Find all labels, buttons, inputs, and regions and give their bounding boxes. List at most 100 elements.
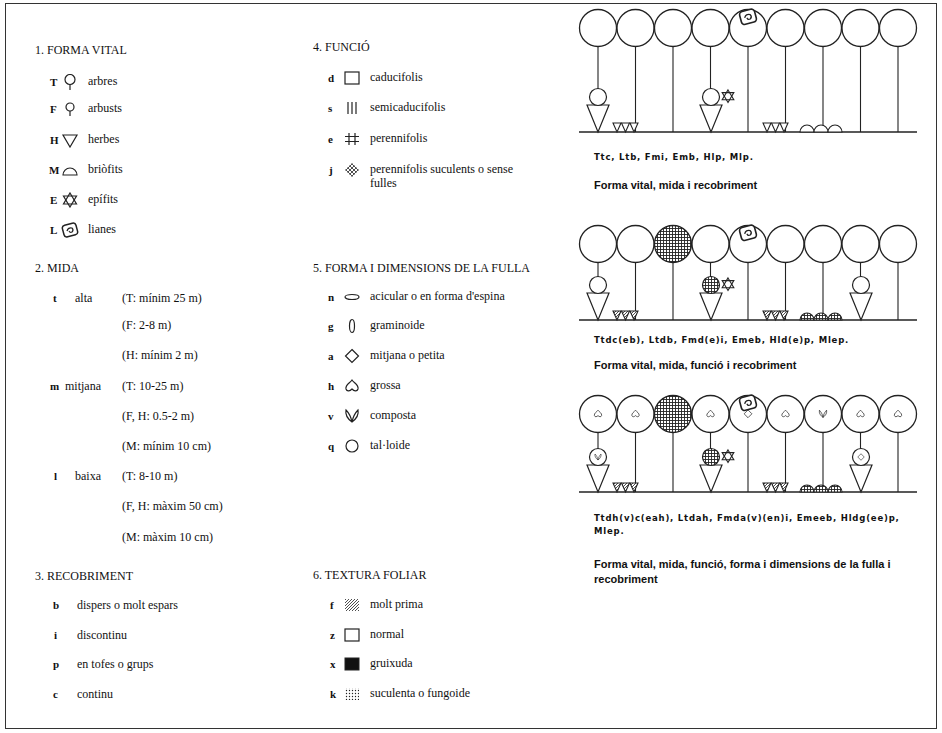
trunk (672, 433, 673, 493)
herb-symbol (763, 483, 771, 492)
trunk (860, 47, 861, 133)
symbol-shape (745, 230, 752, 235)
symbol-shape (355, 102, 356, 114)
symbol-shape (345, 163, 359, 177)
code-letter: M (49, 163, 59, 177)
symbol-shape (722, 453, 734, 463)
herb-symbol (622, 311, 630, 320)
tree-crown (767, 10, 804, 47)
cover-class: discontinu (77, 628, 127, 642)
code-letter: b (53, 598, 59, 612)
symbol-shape (819, 410, 826, 417)
leaf-symbol (819, 410, 826, 417)
tree-crown (842, 396, 879, 433)
legend-item: perennifolis suculents o sense fulles (342, 162, 520, 190)
symbol-shape (739, 394, 757, 411)
tree-crown (655, 10, 692, 47)
legend-symbol (342, 289, 362, 305)
leaf-symbol (857, 410, 864, 417)
leaf-symbol (782, 410, 789, 417)
tree-crown (880, 396, 917, 433)
tree-crown (842, 10, 879, 47)
section-heading: 1. FORMA VITAL (35, 43, 127, 57)
tree-crown (580, 226, 617, 263)
ground-line (579, 491, 917, 492)
trunk (897, 433, 898, 493)
cover-class: en tofes o grups (77, 657, 153, 671)
legend-text: acicular o en forma d'espina (370, 289, 505, 303)
tree-crown (842, 226, 879, 263)
legend-item: mitjana o petita (342, 348, 445, 364)
code-letter: q (328, 439, 334, 453)
moss-symbol (800, 313, 814, 320)
shrub-cone (850, 465, 872, 492)
trunk (747, 263, 748, 321)
shrub-crown (590, 277, 607, 294)
legend-symbol (60, 222, 80, 238)
symbol-shape (722, 281, 734, 291)
legend-symbol (342, 348, 362, 364)
legend-text: caducifolis (370, 70, 423, 84)
legend-symbol (342, 686, 362, 702)
symbol-shape (67, 228, 73, 233)
frame (6, 4, 937, 729)
tree-crown (805, 226, 842, 263)
liana-symbol (739, 8, 757, 25)
legend-symbol (342, 162, 362, 178)
leaf-symbol (707, 410, 714, 417)
formula: Ttdh(v)c(eah), Ltdah, Fmda(v)(en)i, Emee… (594, 512, 924, 538)
legend-item: lianes (60, 222, 116, 238)
code-letter: n (328, 290, 334, 304)
ground-line (579, 131, 917, 132)
ground-line (579, 319, 917, 320)
leaf-symbol (858, 454, 865, 461)
code-letter: i (54, 628, 57, 642)
shrub-cone (850, 293, 872, 320)
symbol-shape (63, 168, 77, 175)
leaf-symbol (632, 410, 639, 417)
size-range: (F, H: 0.5-2 m) (122, 409, 194, 423)
legend-symbol (342, 131, 362, 147)
epiphyte-symbol (722, 450, 734, 463)
symbol-shape (346, 380, 358, 391)
leaf-symbol (594, 410, 601, 417)
trunk (897, 263, 898, 321)
legend-text: epífits (88, 192, 118, 206)
shrub-crown (853, 449, 870, 466)
tree-crown (617, 396, 654, 433)
code-letter: x (330, 657, 336, 671)
herb-symbol (613, 483, 621, 492)
shrub-cone (700, 105, 722, 132)
trunk (822, 263, 823, 321)
epiphyte-symbol (722, 90, 734, 103)
shrub-cone (700, 293, 722, 320)
symbol-shape (632, 410, 639, 417)
section-heading: 6. TEXTURA FOLIAR (313, 568, 426, 582)
herb-symbol (772, 311, 780, 320)
herb-symbol (772, 483, 780, 492)
legend-symbol (342, 100, 362, 116)
formula: Ttdc(eb), Ltdb, Fmd(e)i, Emeb, Hld(e)p, … (594, 334, 924, 347)
symbol-shape (346, 350, 359, 363)
legend-symbol (342, 318, 362, 334)
vegetation-profile (579, 224, 917, 320)
legend-text: suculenta o fungoide (370, 686, 470, 700)
trunk (672, 263, 673, 321)
figure-caption: Forma vital, mida i recobriment (594, 178, 914, 193)
legend-symbol (60, 132, 80, 148)
size-range: (F: 2-8 m) (122, 318, 171, 332)
liana-symbol (739, 394, 757, 411)
vegetation-profile (579, 394, 917, 492)
symbol-shape (858, 454, 865, 461)
code-letter: k (330, 687, 336, 701)
vegetation-profile (579, 8, 917, 132)
symbol-shape (345, 629, 359, 641)
size-range: (T: 8-10 m) (122, 469, 177, 483)
legend-symbol (60, 74, 80, 90)
symbol-shape (345, 658, 359, 670)
tree-crown (580, 10, 617, 47)
legend-item: arbres (60, 74, 117, 90)
liana-symbol (739, 224, 757, 241)
code-letter: L (50, 223, 57, 237)
